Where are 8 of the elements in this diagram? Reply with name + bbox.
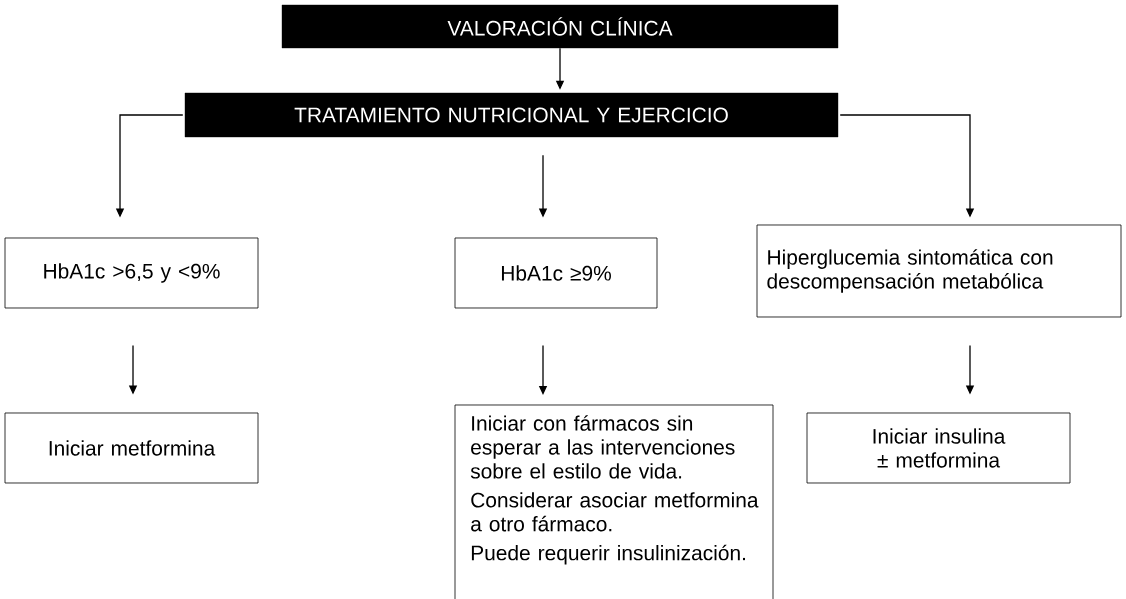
text-box: HbA1c ≥9% <box>454 237 658 309</box>
text-box: HbA1c >6,5 y <9% <box>4 237 259 309</box>
text-box: Hiperglucemia sintomática con descompensación metabólica <box>756 224 1122 318</box>
text-box: Iniciar con fármacos sin esperar a las intervenciones sobre el estilo de vida. Considerar asociar metformina a otro fármaco. Puede requerir insulinización. <box>454 404 774 599</box>
title-bar: TRATAMIENTO NUTRICIONAL Y EJERCICIO <box>184 92 839 138</box>
text-box: Iniciar metformina <box>4 412 259 484</box>
text-box: Iniciar insulina ± metformina <box>806 412 1071 484</box>
title-bar: VALORACIÓN CLÍNICA <box>281 4 839 49</box>
